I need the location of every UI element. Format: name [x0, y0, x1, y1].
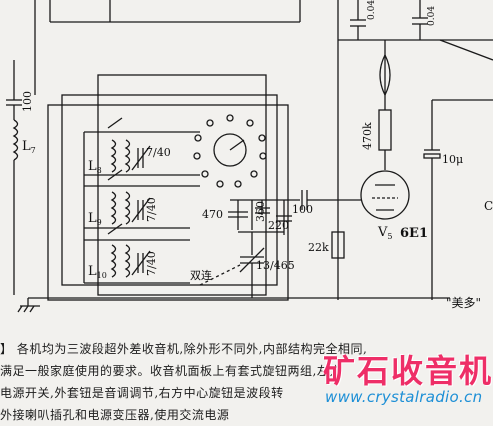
ground-hatch-2: [23, 305, 29, 313]
cap-10u-plate2: [423, 153, 441, 159]
switch-contact-4: [259, 152, 267, 160]
label-tube-main: V: [378, 225, 388, 240]
switch-contact-9: [193, 152, 201, 160]
label-top-c1: 0.04: [367, 0, 377, 20]
switch-contact-8: [201, 170, 209, 178]
label-c-10u: 10μ: [442, 153, 464, 166]
switch-contact-3: [258, 134, 266, 142]
label-c-left: 100: [21, 91, 34, 112]
switch-contact-2: [246, 119, 254, 127]
switch-contact-10: [194, 134, 202, 142]
wire-diagonal-right: [439, 39, 493, 61]
frame-outer: [47, 104, 289, 301]
resistor-470k: [378, 109, 392, 151]
inductor-l10-coil: [110, 244, 117, 278]
label-l7-main: L: [22, 139, 31, 154]
label-tube-type: 6E1: [400, 226, 428, 241]
gang-link: [199, 264, 241, 286]
label-l8-main: L: [88, 159, 97, 174]
label-var-cap: 13/465: [256, 259, 295, 272]
label-c-100-mid: 100: [292, 203, 313, 216]
site-watermark: 矿石收音机 www.crystalradio.cn: [305, 340, 493, 410]
trimmer-10-arrow: [131, 250, 151, 276]
label-l9-main: L: [88, 211, 97, 226]
label-c-220: 220: [268, 219, 289, 232]
label-r-470k: 470k: [361, 122, 374, 150]
label-l8-sub: 8: [96, 166, 102, 175]
label-c-7-40-c: 7/40: [145, 251, 158, 276]
label-c-470: 470: [202, 208, 223, 221]
coil-core-9: [107, 169, 123, 181]
trimmer-9-arrow: [131, 197, 151, 223]
switch-contact-11: [206, 119, 214, 127]
resistor-22k: [331, 231, 345, 259]
label-tube: V5: [378, 226, 392, 241]
coil-core-10: [107, 223, 123, 235]
frame-inner: [97, 74, 267, 296]
label-l10: L10: [88, 265, 107, 280]
trimmer-8-arrow: [131, 145, 151, 171]
label-l9: L9: [88, 212, 102, 227]
label-edge-c: C: [484, 199, 493, 213]
inductor-l9-coil-2: [124, 191, 131, 225]
label-l8: L8: [88, 160, 102, 175]
label-c-360: 360: [254, 201, 267, 222]
switch-contact-6: [234, 180, 242, 188]
coil-core-8: [107, 117, 123, 129]
label-l10-main: L: [88, 264, 97, 279]
inductor-l9-coil: [110, 191, 117, 225]
description-line-2: 满足一般家庭使用的要求。收音机面板上有套式旋钮两组,左方: [0, 364, 342, 378]
band-switch-rotor: [213, 133, 247, 167]
label-c-7-40-a: 7/40: [146, 146, 171, 159]
inductor-l8-coil: [110, 139, 117, 173]
inductor-l7-coil: [12, 119, 19, 161]
ground-hatch-3: [29, 305, 35, 313]
tube-v5-envelope: [360, 170, 410, 220]
label-dual-gang: 双连: [190, 269, 212, 282]
watermark-title: 矿石收音机: [323, 352, 493, 390]
var-cap-arrow: [239, 247, 265, 273]
label-meimei: "美多": [446, 296, 482, 310]
ground-hatch-1: [17, 305, 23, 313]
tube-bias-loop: [379, 53, 391, 96]
label-l9-sub: 9: [96, 218, 102, 227]
watermark-url: www.crystalradio.cn: [325, 388, 483, 406]
switch-contact-7: [216, 180, 224, 188]
switch-contact-1: [226, 114, 234, 122]
description-line-1: 】 各机均为三波段超外差收音机,除外形不同外,内部结构完全相同,: [0, 342, 368, 356]
inductor-l8-coil-2: [124, 139, 131, 173]
label-l7-sub: 7: [30, 146, 36, 155]
label-r-22k: 22k: [308, 241, 329, 254]
band-switch-wiper: [229, 139, 245, 151]
inductor-l10-coil-2: [124, 244, 131, 278]
switch-contact-5: [250, 170, 258, 178]
label-c-7-40-b: 7/40: [145, 197, 158, 222]
label-l10-sub: 10: [96, 271, 107, 280]
label-l7: L7: [22, 140, 36, 155]
label-top-c2: 0.04: [427, 5, 437, 26]
label-tube-sub: 5: [387, 232, 393, 241]
description-line-3: 电源开关,外套钮是音调调节,右方中心旋钮是波段转: [0, 386, 284, 400]
frame-middle: [61, 94, 278, 286]
circuit-schematic: [6, 0, 493, 313]
